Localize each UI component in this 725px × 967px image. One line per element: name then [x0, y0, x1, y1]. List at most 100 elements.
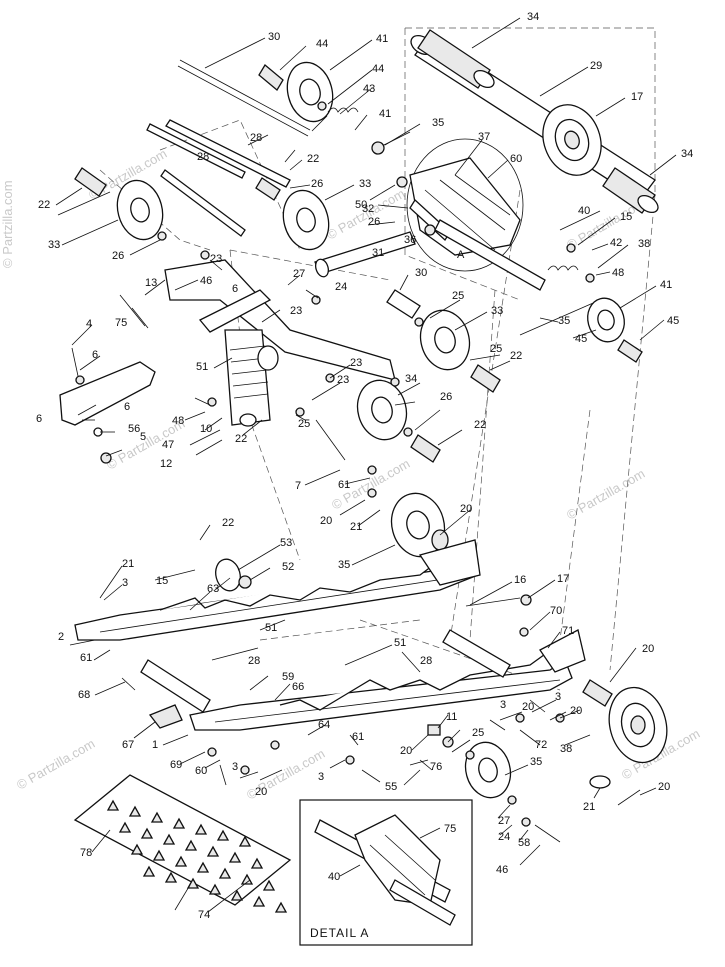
traction-stud: [172, 817, 186, 829]
callout: 20: [320, 515, 332, 527]
callout: 33: [48, 239, 60, 251]
callout: 6: [232, 283, 238, 295]
callout: 16: [514, 574, 526, 586]
callout: 21: [583, 801, 595, 813]
callout: 60: [195, 765, 207, 777]
callout: 48: [612, 267, 624, 279]
callout: 6: [124, 401, 130, 413]
callout: 10: [200, 423, 212, 435]
leader-lines: [55, 17, 677, 913]
callout: 34: [405, 373, 417, 385]
traction-stud: [228, 851, 242, 863]
callout: 61: [338, 479, 350, 491]
callout: 61: [352, 731, 364, 743]
callout: 51: [394, 637, 406, 649]
callout: 6: [92, 349, 98, 361]
callout: 35: [530, 756, 542, 768]
callout: 72: [535, 739, 547, 751]
callout: 21: [122, 558, 134, 570]
callout: 20: [255, 786, 267, 798]
traction-pad: [73, 774, 292, 913]
callout: 1: [152, 739, 158, 751]
callout: 20: [658, 781, 670, 793]
callout: 50: [355, 199, 367, 211]
callout: 66: [292, 681, 304, 693]
callout: 21: [350, 521, 362, 533]
callout: 32: [362, 203, 374, 215]
traction-stud: [162, 833, 176, 845]
callout: 44: [372, 63, 384, 75]
traction-stud: [218, 867, 232, 879]
callout: 45: [667, 315, 679, 327]
callout: 24: [335, 281, 347, 293]
callout: 70: [550, 605, 562, 617]
callout: 35: [338, 559, 350, 571]
callout: 23: [210, 253, 222, 265]
callout: 3: [232, 761, 238, 773]
callout-labels: 30 44 41 44 43 41 35 34 29 17 34 28 22 2…: [36, 11, 693, 921]
callout: 40: [578, 205, 590, 217]
traction-stud: [150, 811, 164, 823]
callout: 43: [363, 83, 375, 95]
callout: 46: [496, 864, 508, 876]
callout: 25: [452, 290, 464, 302]
traction-stud: [208, 883, 222, 895]
callout: 22: [307, 153, 319, 165]
callout: 25: [472, 727, 484, 739]
callout: 33: [359, 178, 371, 190]
watermark: © Partzilla.com: [14, 736, 97, 793]
callout: 64: [318, 719, 330, 731]
callout: 20: [460, 503, 472, 515]
callout: 33: [491, 305, 503, 317]
callout: 13: [145, 277, 157, 289]
callout: 23: [350, 357, 362, 369]
callout: 61: [80, 652, 92, 664]
detail-a-marker: A: [457, 249, 465, 261]
slide-rails: [74, 539, 586, 786]
traction-stud: [196, 861, 210, 873]
traction-stud: [142, 865, 156, 877]
middle-wheels: [356, 289, 501, 558]
callout: 6: [36, 413, 42, 425]
callout: 74: [198, 909, 210, 921]
traction-stud: [274, 901, 288, 913]
callout: 75: [115, 317, 127, 329]
callout: 48: [172, 415, 184, 427]
callout: 3: [555, 691, 561, 703]
callout: 36: [404, 234, 416, 246]
callout: 3: [122, 577, 128, 589]
callout: 27: [498, 815, 510, 827]
traction-stud: [194, 823, 208, 835]
callout: 69: [170, 759, 182, 771]
callout: 37: [478, 131, 490, 143]
callout: 20: [570, 705, 582, 717]
callout: 31: [372, 247, 384, 259]
callout: 38: [638, 238, 650, 250]
callout: 22: [474, 419, 486, 431]
traction-stud: [262, 879, 276, 891]
traction-stud: [250, 857, 264, 869]
callout: 17: [631, 91, 643, 103]
callout: 3: [500, 699, 506, 711]
callout: 17: [557, 573, 569, 585]
callout: 22: [510, 350, 522, 362]
callout: 26: [311, 178, 323, 190]
callout: 26: [440, 391, 452, 403]
callout: 34: [681, 148, 693, 160]
callout: 42: [610, 237, 622, 249]
callout: 24: [498, 831, 510, 843]
callout: 30: [415, 267, 427, 279]
callout: 51: [265, 622, 277, 634]
callout: 53: [280, 537, 292, 549]
callout: 45: [575, 333, 587, 345]
callout: 41: [660, 279, 672, 291]
traction-stud: [206, 845, 220, 857]
callout: 59: [282, 671, 294, 683]
callout: 67: [122, 739, 134, 751]
callout: 3: [318, 771, 324, 783]
callout: 12: [160, 458, 172, 470]
callout: 41: [379, 108, 391, 120]
callout: 28: [197, 151, 209, 163]
callout: 22: [235, 433, 247, 445]
